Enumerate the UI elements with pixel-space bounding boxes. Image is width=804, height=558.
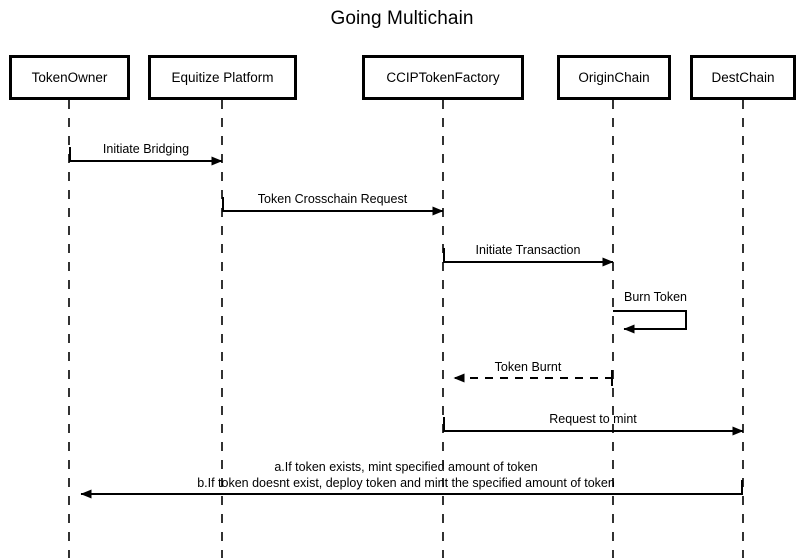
participant-label: CCIPTokenFactory [386, 70, 500, 85]
participant-label: DestChain [711, 70, 775, 85]
message-label-token-crosschain-request: Token Crosschain Request [257, 192, 408, 206]
participant-box-equitize-platform[interactable]: Equitize Platform [148, 55, 297, 100]
message-label-initiate-transaction: Initiate Transaction [475, 243, 581, 257]
participant-label: Equitize Platform [171, 70, 274, 85]
message-label-mint-result-line2: b.If token doesnt exist, deploy token an… [197, 476, 615, 490]
participant-box-ccip-token-factory[interactable]: CCIPTokenFactory [362, 55, 524, 100]
participant-box-dest-chain[interactable]: DestChain [690, 55, 796, 100]
participant-label: OriginChain [578, 70, 650, 85]
participant-box-token-owner[interactable]: TokenOwner [9, 55, 130, 100]
message-label-initiate-bridging: Initiate Bridging [102, 142, 190, 156]
participant-box-origin-chain[interactable]: OriginChain [557, 55, 671, 100]
message-label-request-to-mint: Request to mint [549, 412, 637, 426]
message-selfloop-burn-token [613, 310, 687, 334]
message-label-burn-token: Burn Token [624, 290, 688, 304]
message-label-token-burnt: Token Burnt [494, 360, 562, 374]
participant-label: TokenOwner [31, 70, 108, 85]
page-title: Going Multichain [330, 8, 474, 29]
message-label-mint-result-line1: a.If token exists, mint specified amount… [274, 460, 538, 474]
